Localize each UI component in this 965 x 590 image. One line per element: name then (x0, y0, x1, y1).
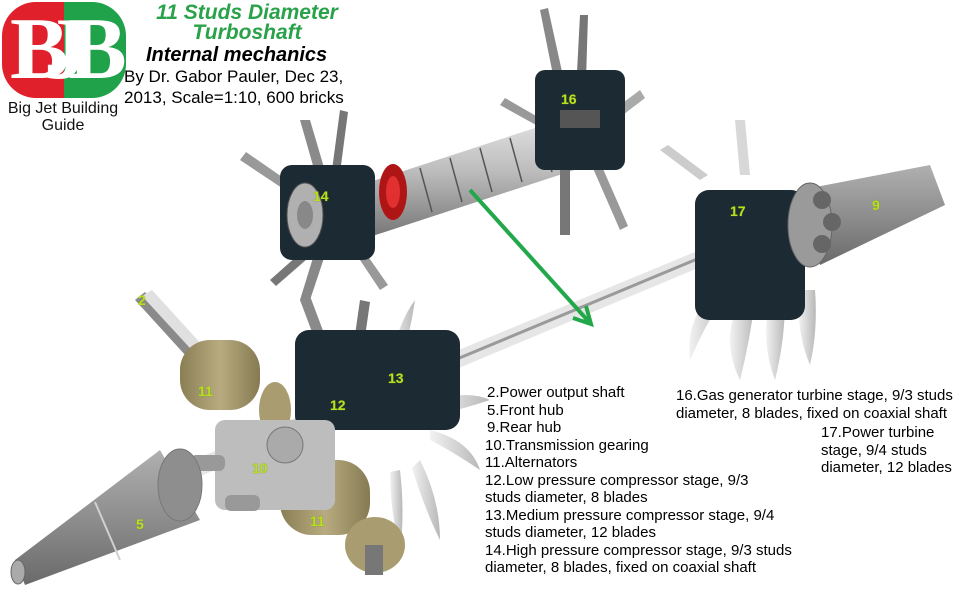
part-label-5: 5 (136, 516, 144, 532)
logo-caption: Big Jet Building Guide (0, 100, 126, 134)
part-label-2: 2 (138, 292, 146, 308)
byline: By Dr. Gabor Pauler, Dec 23, 2013, Scale… (124, 66, 384, 108)
legend-item-12-cont: studs diameter, 8 blades (485, 489, 648, 506)
legend-item-10: 10.Transmission gearing (485, 436, 649, 454)
stage-16-gg-turbine (500, 8, 645, 235)
legend-item-13-cont: studs diameter, 12 blades (485, 524, 656, 541)
legend-item-17-cont2: diameter, 12 blades (821, 459, 952, 476)
legend-item-16-cont: diameter, 8 blades, fixed on coaxial sha… (676, 404, 947, 422)
bjb-logo: B J B (2, 1, 127, 98)
front-hub (10, 448, 203, 585)
part-label-13: 13 (388, 370, 404, 386)
linkage-arrow (468, 188, 594, 328)
part-label-12: 12 (330, 397, 346, 413)
logo-red-half (2, 2, 64, 98)
page-title: 11 Studs Diameter Turboshaft (128, 1, 366, 44)
legend-item-17-cont1: stage, 9/4 studs (821, 441, 927, 459)
legend-item-17: 17.Power turbine (821, 424, 935, 441)
legend-item-12: 12.Low pressure compressor stage, 9/3 (485, 471, 749, 489)
legend-item-2: 2.Power output shaft (487, 384, 625, 401)
rear-hub (787, 165, 945, 268)
legend-item-11: 11.Alternators (485, 454, 578, 471)
legend-item-13: 13.Medium pressure compressor stage, 9/4 (485, 506, 775, 524)
legend-item-14-cont: diameter, 8 blades, fixed on coaxial sha… (485, 559, 756, 576)
stage-12-13-compressors (295, 296, 490, 550)
legend-item-14: 14.High pressure compressor stage, 9/3 s… (485, 541, 792, 559)
logo-caption-line2: Guide (41, 117, 85, 134)
title-line2: Turboshaft (192, 21, 302, 44)
part-label-9: 9 (872, 197, 880, 213)
logo-letter-b1: B (10, 1, 69, 98)
legend-item-16: 16.Gas generator turbine stage, 9/3 stud… (676, 387, 953, 404)
byline-line2: 2013, Scale=1:10, 600 bricks (124, 88, 344, 107)
part-label-14: 14 (313, 188, 329, 204)
logo-green-half (64, 2, 126, 98)
transmission-gearing (190, 420, 335, 511)
part-label-11a: 11 (198, 383, 213, 399)
byline-line1: By Dr. Gabor Pauler, Dec 23, (124, 67, 344, 86)
legend-right-bottom: 17.Power turbine stage, 9/4 studs diamet… (821, 424, 952, 477)
legend-item-9: 9.Rear hub (487, 419, 562, 436)
logo-letter-b2: B (68, 1, 127, 98)
part-label-10: 10 (252, 460, 268, 476)
logo-letter-j: J (44, 1, 88, 98)
legend-left: 2.Power output shaft 5.Front hub 9.Rear … (485, 384, 792, 577)
part-label-11b: 11 (310, 513, 325, 529)
logo-caption-line1: Big Jet Building (7, 100, 119, 117)
stage-17-power-turbine (660, 120, 816, 380)
legend-right-top: 16.Gas generator turbine stage, 9/3 stud… (676, 387, 953, 422)
page-subtitle: Internal mechanics (146, 44, 328, 66)
title-line1: 11 Studs Diameter (156, 1, 338, 24)
part-label-16: 16 (561, 91, 577, 107)
legend-item-5: 5.Front hub (487, 401, 564, 419)
part-label-17: 17 (730, 203, 746, 219)
stage-14-hp-compressor (240, 110, 388, 300)
